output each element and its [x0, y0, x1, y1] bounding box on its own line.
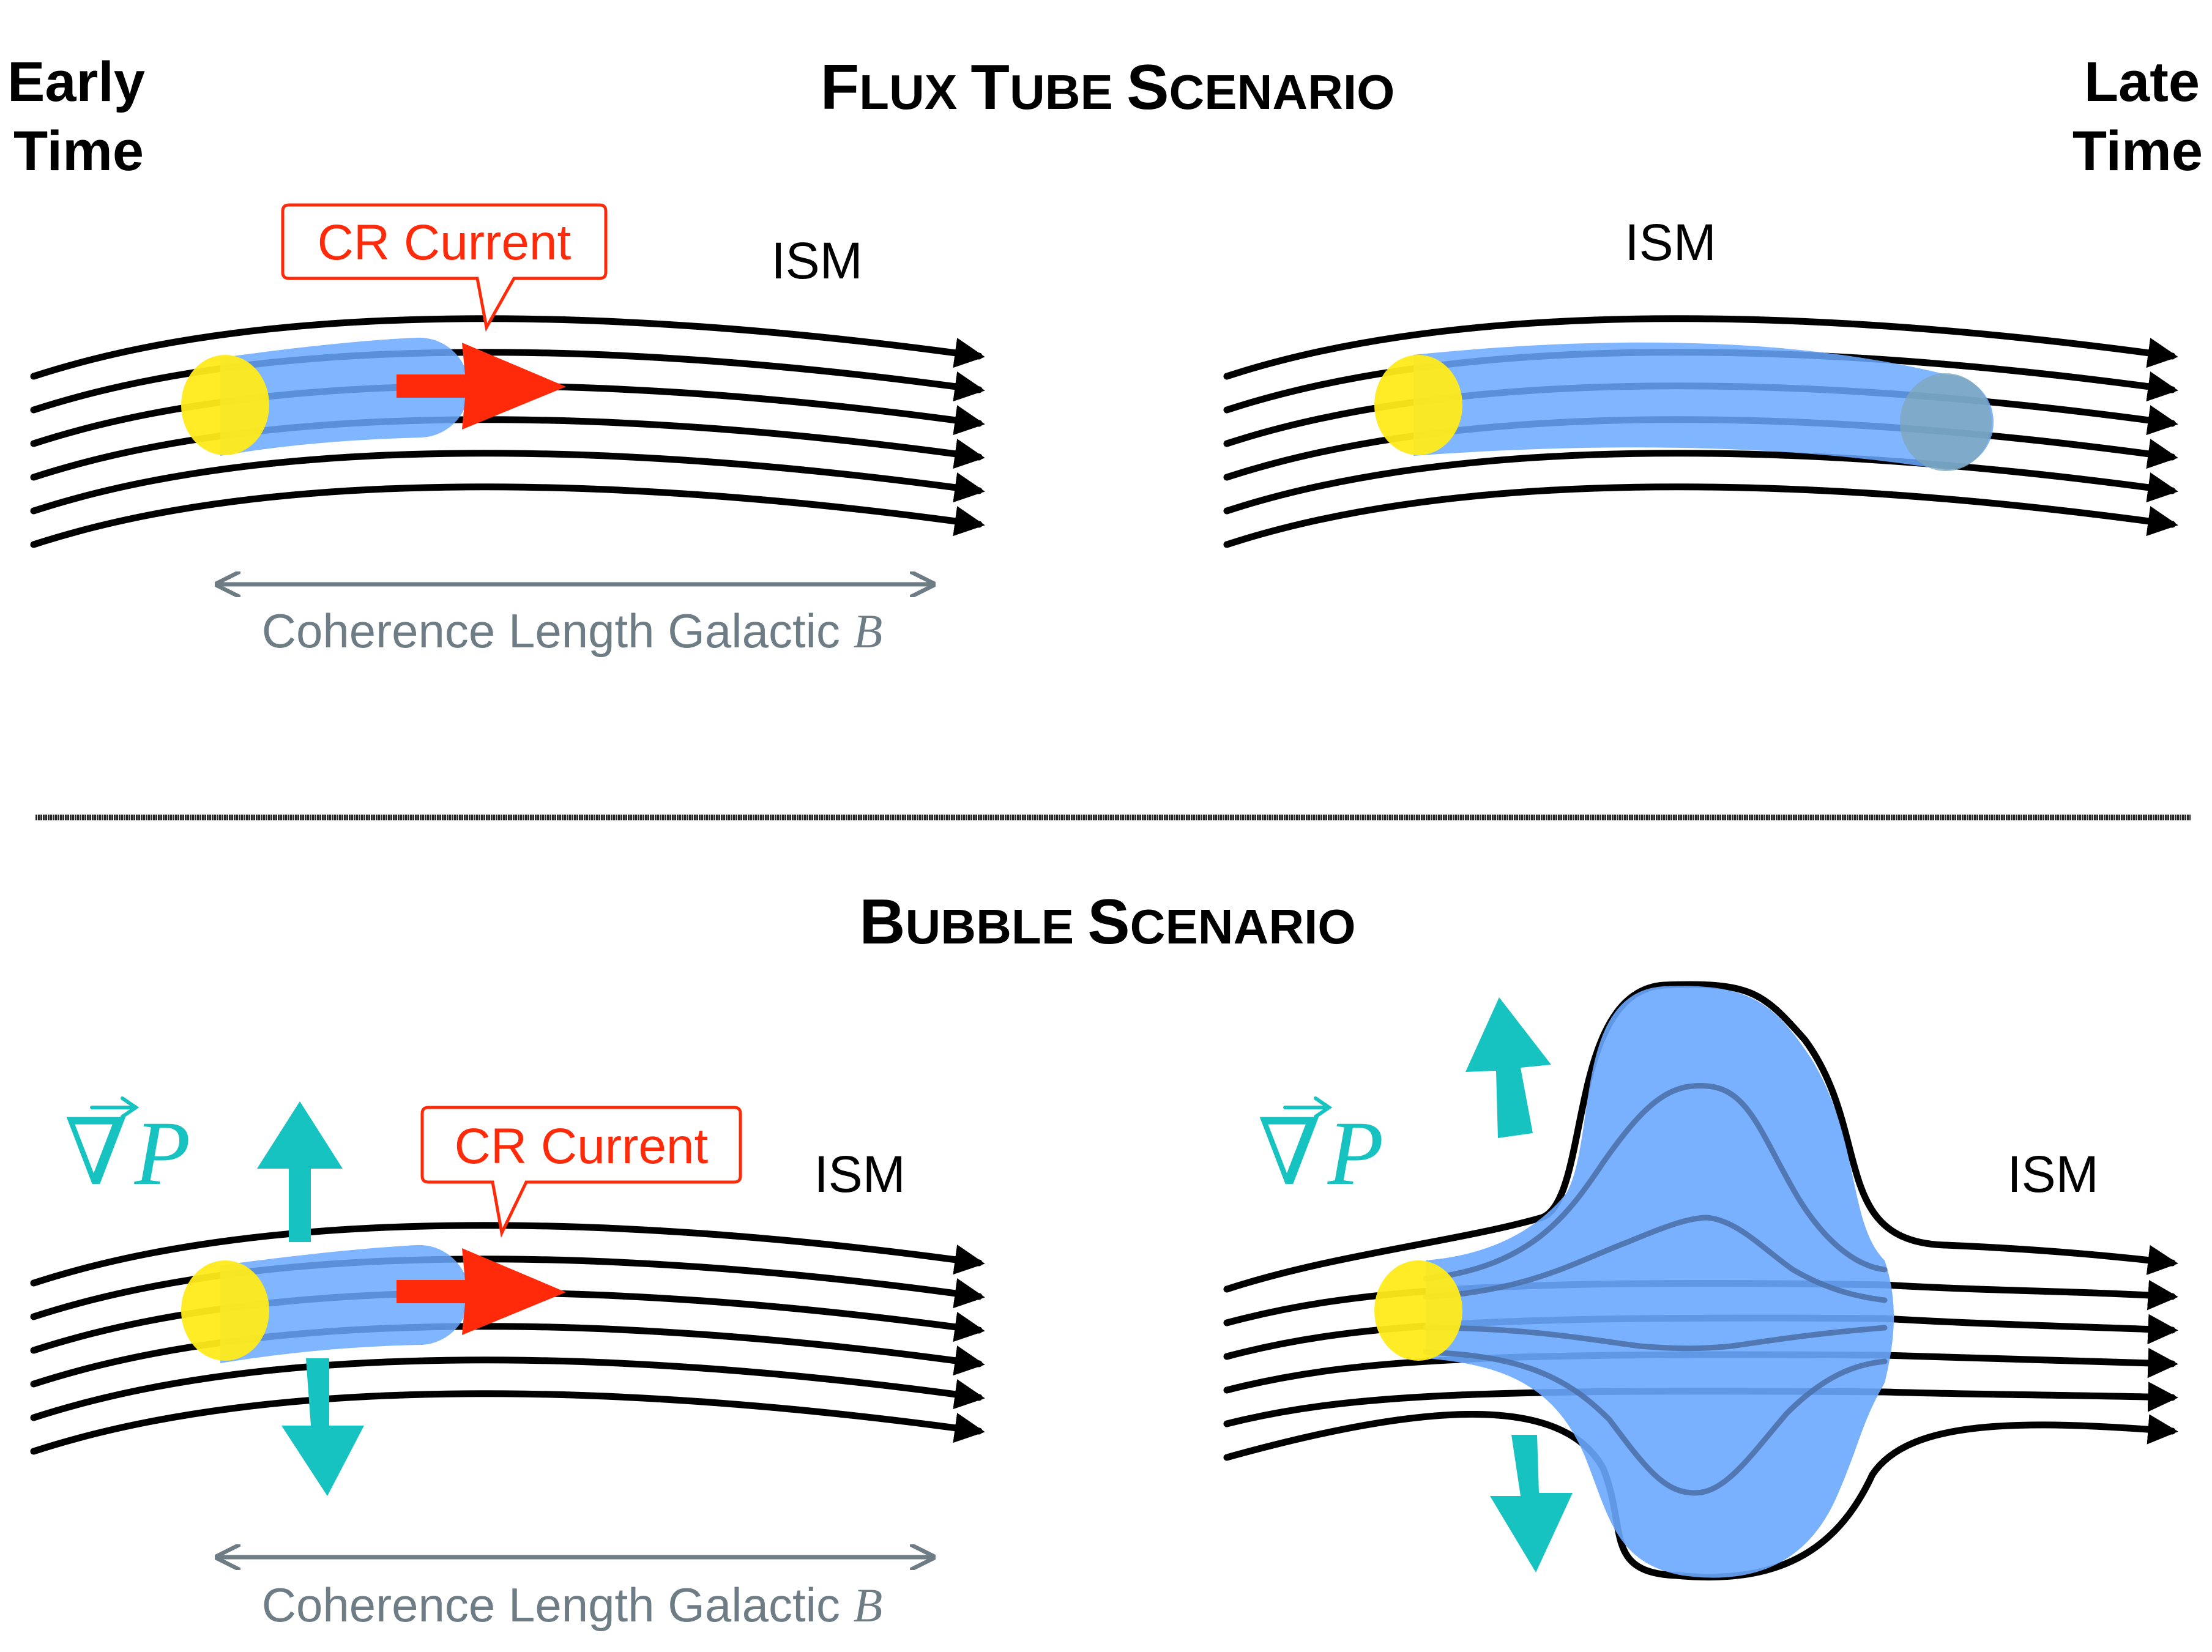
cr-source [1374, 355, 1462, 455]
pressure-gradient-label: ∇P [1257, 1096, 1383, 1204]
bubble-late-panel: ∇P ISM [1223, 981, 2178, 1581]
svg-text:Time: Time [2072, 120, 2203, 182]
cr-source [181, 1260, 269, 1361]
pressure-arrow-up [1465, 997, 1551, 1138]
field-lines [30, 1222, 985, 1455]
cr-tube [1413, 342, 1994, 470]
early-time-label: Early Time [7, 51, 145, 182]
pressure-gradient-label: ∇P [64, 1096, 190, 1204]
svg-text:Late: Late [2084, 51, 2200, 113]
flux-tube-late-panel: ISM [1223, 214, 2178, 548]
bubble-title: BUBBLE SCENARIO [859, 887, 1355, 958]
ism-label: ISM [2007, 1145, 2098, 1203]
cr-current-arrow [397, 343, 566, 430]
coherence-length: Coherence Length Galactic B [217, 1557, 933, 1632]
svg-text:Coherence Length Galactic B: Coherence Length Galactic B [262, 604, 883, 658]
flux-tube-early-panel: CR Current ISM Coherence Length Galactic… [30, 203, 985, 658]
svg-text:∇P: ∇P [1257, 1103, 1383, 1204]
cr-current-callout: CR Current [281, 203, 608, 332]
cr-current-arrow [397, 1248, 566, 1335]
coherence-length: Coherence Length Galactic B [217, 584, 933, 658]
svg-text:CR Current: CR Current [455, 1118, 709, 1174]
ism-label: ISM [1625, 214, 1716, 271]
field-lines [30, 315, 985, 548]
ism-label: ISM [814, 1145, 905, 1203]
cr-current-callout: CR Current [420, 1106, 742, 1238]
cr-tube [220, 1245, 469, 1363]
cr-bubble [1426, 986, 1894, 1578]
late-time-label: Late Time [2072, 51, 2203, 182]
cr-tube [220, 337, 469, 456]
bubble-early-panel: CR Current ISM ∇P Coherence Length Galac… [30, 1096, 985, 1632]
pressure-arrow-down [1490, 1435, 1573, 1572]
svg-text:∇P: ∇P [64, 1103, 190, 1204]
pressure-arrow-up [257, 1101, 343, 1242]
svg-text:Early: Early [7, 51, 145, 113]
svg-text:CR Current: CR Current [318, 215, 572, 270]
svg-text:Coherence Length Galactic B: Coherence Length Galactic B [262, 1578, 883, 1632]
pressure-arrow-down [281, 1358, 364, 1496]
cr-source [181, 355, 269, 455]
bubble-interior-lines [1423, 1082, 1888, 1496]
flux-tube-title: FLUX TUBE SCENARIO [821, 52, 1395, 123]
svg-text:Time: Time [13, 120, 144, 182]
cr-source [1374, 1260, 1462, 1361]
cr-tube-end [1900, 373, 1992, 471]
ism-label: ISM [771, 232, 862, 289]
